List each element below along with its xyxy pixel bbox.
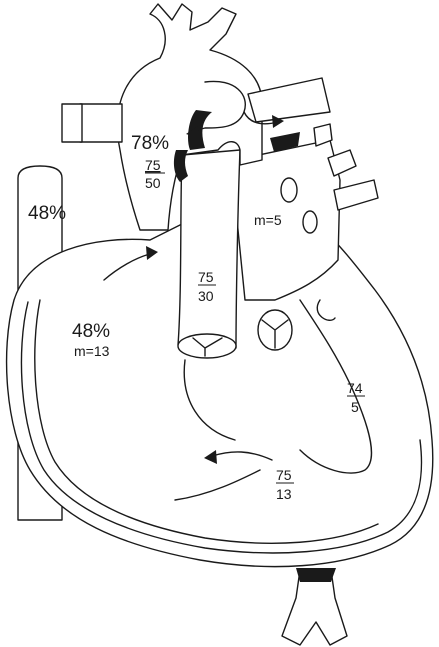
aorta-saturation: 78% xyxy=(131,133,169,154)
right-ventricle-diastolic: 13 xyxy=(276,486,292,502)
aorta-pressure-diastolic: 50 xyxy=(145,175,161,191)
svc-saturation: 48% xyxy=(28,203,66,224)
inferior-vena-cava xyxy=(282,568,347,645)
pulmonary-artery xyxy=(178,150,240,358)
right-atrium-mean: m=13 xyxy=(74,343,110,359)
pulmonary-artery-diastolic: 30 xyxy=(198,288,214,304)
pulmonary-artery-systolic: 75 xyxy=(198,269,214,285)
aorta-pressure-systolic: 75 xyxy=(145,157,161,173)
left-ventricle-systolic: 74 xyxy=(347,380,363,396)
right-atrium-saturation: 48% xyxy=(72,321,110,342)
aortic-valve xyxy=(258,310,292,350)
left-ventricle-diastolic: 5 xyxy=(351,399,359,415)
right-ventricle-systolic: 75 xyxy=(276,467,292,483)
left-atrium-mean: m=5 xyxy=(254,212,282,228)
